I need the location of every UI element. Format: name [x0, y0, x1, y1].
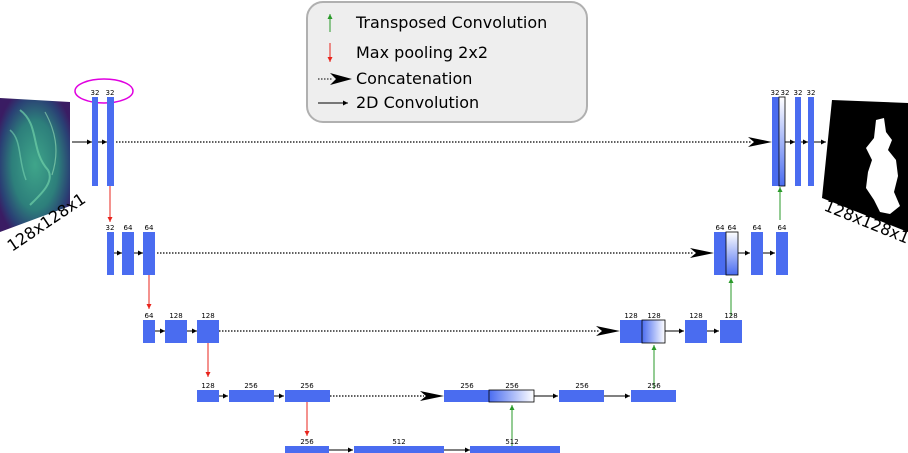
block-e1b	[107, 97, 114, 186]
block-d2a	[714, 232, 726, 275]
block-d3a-label: 128	[624, 312, 637, 320]
block-e4b	[229, 390, 274, 402]
block-e3a-label: 64	[145, 312, 154, 320]
block-d1b-label: 32	[781, 89, 790, 97]
block-e4b-label: 256	[244, 382, 258, 390]
block-d4a-label: 256	[460, 382, 474, 390]
block-d1a	[772, 97, 779, 186]
block-d4d-label: 256	[647, 382, 661, 390]
block-d2d	[776, 232, 788, 275]
output-tumor-region	[866, 118, 900, 214]
legend-concat-label: Concatenation	[356, 69, 472, 88]
block-d2d-label: 64	[778, 224, 787, 232]
skip-connections	[116, 137, 772, 401]
block-b2-label: 512	[392, 438, 405, 446]
block-d4b-label: 256	[505, 382, 519, 390]
highlight-ellipse	[74, 78, 134, 104]
block-d1c	[795, 97, 801, 186]
block-e2c	[143, 232, 155, 275]
block-e1a-label: 32	[91, 89, 100, 97]
block-d4c-label: 256	[575, 382, 589, 390]
block-d1d	[808, 97, 814, 186]
block-d3c-label: 128	[689, 312, 702, 320]
block-d2c-label: 64	[753, 224, 762, 232]
block-d3d-label: 128	[724, 312, 737, 320]
block-e4c-label: 256	[300, 382, 314, 390]
block-d3c	[685, 320, 707, 343]
block-e2c-label: 64	[145, 224, 154, 232]
block-d4c	[559, 390, 604, 402]
legend-transposed-label: Transposed Convolution	[355, 13, 547, 32]
block-d3b-label: 128	[647, 312, 660, 320]
block-e3c-label: 128	[201, 312, 214, 320]
block-d3a	[620, 320, 642, 343]
block-b3-label: 512	[505, 438, 518, 446]
block-d1b-upsampled	[778, 96, 786, 187]
block-d2b-label: 64	[728, 224, 737, 232]
block-e4a	[197, 390, 219, 402]
block-b1	[285, 446, 329, 453]
block-e3a	[143, 320, 155, 343]
block-e2b-label: 64	[124, 224, 133, 232]
output-mask: 128x128x1	[822, 100, 908, 247]
block-d4b-upsampled	[488, 389, 535, 403]
block-b2	[354, 446, 444, 453]
block-d1a-label: 32	[771, 89, 780, 97]
input-image: 128x128x1	[0, 98, 89, 255]
upconv-arrows	[509, 187, 783, 446]
block-e3b-label: 128	[169, 312, 182, 320]
pool-arrows	[107, 186, 310, 436]
block-d3b-upsampled	[641, 319, 666, 344]
block-e1a	[92, 97, 98, 186]
block-e4c	[285, 390, 330, 402]
block-d4d	[631, 390, 676, 402]
block-d2b-upsampled	[725, 231, 739, 276]
block-e4a-label: 128	[201, 382, 214, 390]
block-e1b-label: 32	[106, 89, 115, 97]
legend: Transposed Convolution Max pooling 2x2 C…	[306, 1, 588, 123]
block-d2c	[751, 232, 763, 275]
legend-maxpool-label: Max pooling 2x2	[356, 43, 488, 62]
block-e2b	[122, 232, 134, 275]
block-d4a	[444, 390, 489, 402]
legend-concat-arrowhead	[330, 73, 352, 85]
block-d1d-label: 32	[807, 89, 816, 97]
block-d1c-label: 32	[794, 89, 803, 97]
block-e3c	[197, 320, 219, 343]
block-e2a	[107, 232, 114, 275]
conv-arrows	[72, 139, 826, 453]
legend-box	[306, 1, 588, 123]
block-d2a-label: 64	[716, 224, 725, 232]
block-b3	[470, 446, 560, 453]
block-e2a-label: 32	[106, 224, 115, 232]
block-e3b	[165, 320, 187, 343]
block-b1-label: 256	[300, 438, 314, 446]
block-d3d	[720, 320, 742, 343]
legend-conv-label: 2D Convolution	[356, 93, 479, 112]
